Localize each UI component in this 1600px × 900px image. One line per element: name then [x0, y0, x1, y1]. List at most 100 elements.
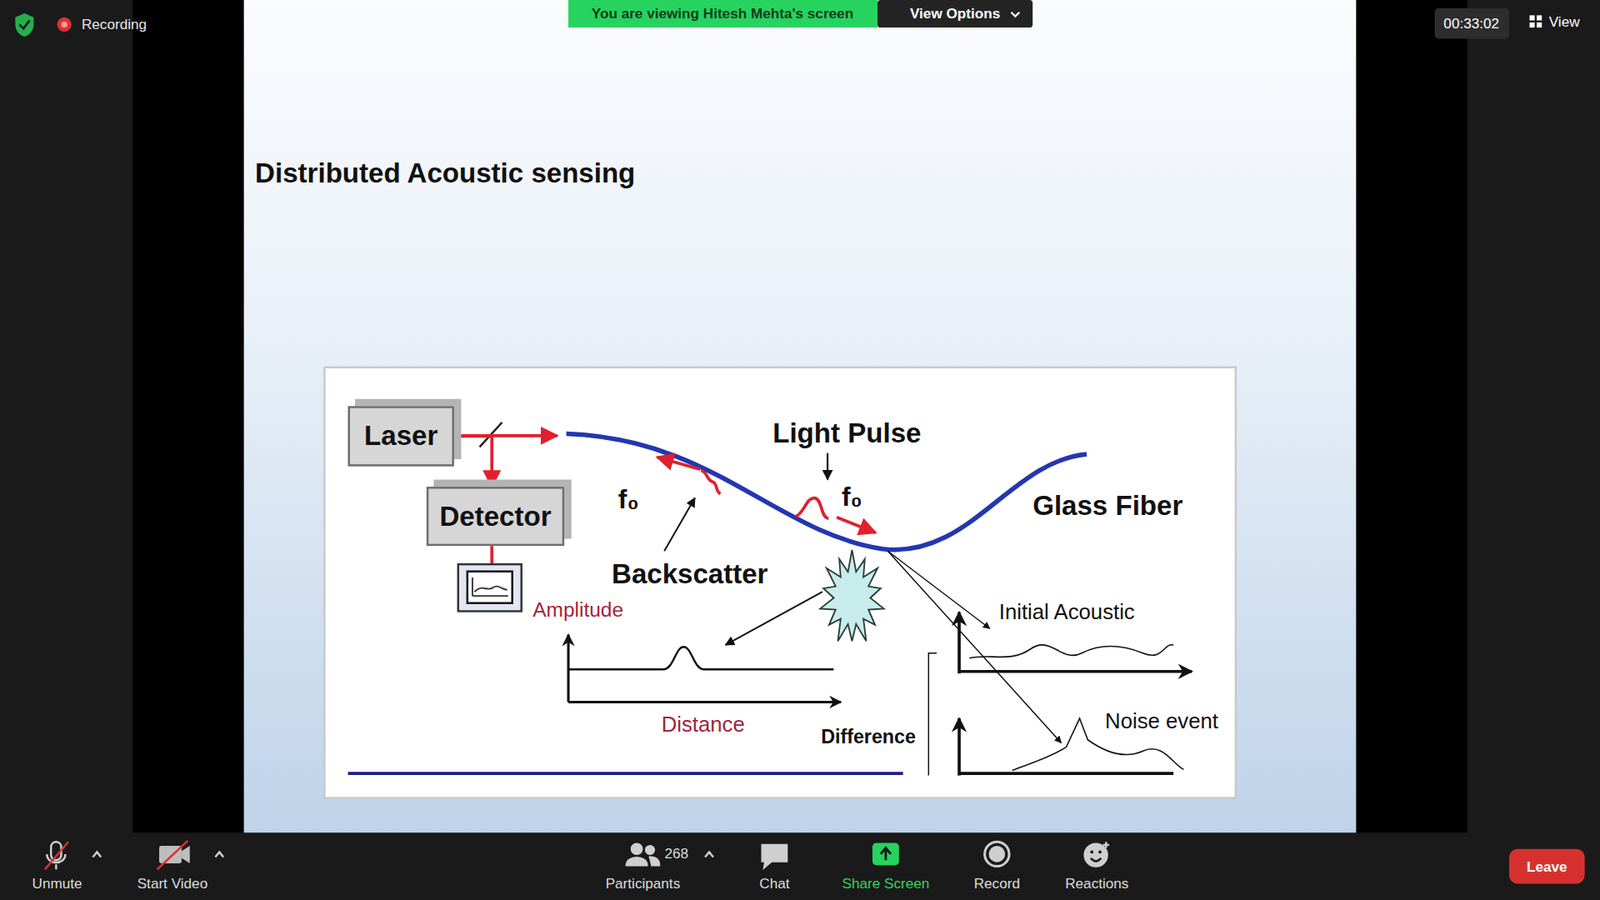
signal-label: Backscatter [611, 558, 768, 590]
banner-text: You are viewing Hitesh Mehta's screen [591, 5, 854, 22]
glass-fiber [566, 433, 1087, 550]
timer-text: 00:33:02 [1443, 15, 1500, 32]
amplitude-plot [568, 646, 834, 670]
toolbar-icons [1509, 849, 1585, 885]
toolbar-icons [631, 844, 642, 855]
toolbar-icons [990, 846, 1005, 861]
axis-label: Amplitude [532, 598, 624, 622]
toolbar-icons [649, 857, 660, 866]
acoustic-burst [820, 550, 884, 641]
monitor-icon [458, 564, 522, 611]
menu-button: View Options [910, 5, 1000, 22]
toolbar-icons [181, 845, 190, 864]
share-banner [877, 0, 1033, 28]
frequency-label: f₀ [618, 485, 640, 516]
bracket-label: Difference [820, 725, 916, 749]
toolbar-icons [985, 841, 1010, 866]
menu-button: View [1549, 13, 1580, 30]
toolbar-icons [626, 857, 647, 865]
toolbar-icons [1098, 850, 1102, 855]
slide-ground [244, 0, 1357, 833]
toolbar-icons [872, 842, 900, 865]
slide-ground [244, 0, 1357, 833]
acoustic-plots [957, 718, 961, 776]
signal-label: Light Pulse [772, 417, 921, 450]
backscatter-wave [657, 457, 700, 470]
toolbar-icons [1090, 850, 1094, 855]
amplitude-plot [725, 591, 823, 645]
slide-title: Distributed Acoustic sensing [255, 157, 635, 190]
device-box: Laser [348, 405, 455, 466]
status-icons [1536, 15, 1542, 20]
slide-ground [324, 367, 1235, 799]
acoustic-plots [957, 612, 961, 674]
toolbar-icons [92, 851, 713, 857]
toolbar-icons [1090, 858, 1101, 862]
leave-button: Leave [1526, 858, 1568, 875]
acoustic-plots [959, 670, 1192, 674]
backscatter-wave [700, 470, 720, 494]
status-text: Recording [81, 16, 147, 34]
toolbar-icons [762, 845, 787, 868]
toolbar-icons [1103, 841, 1110, 848]
part-label: Glass Fiber [1032, 490, 1183, 522]
glass-fiber [566, 433, 1087, 550]
monitor-icon [467, 571, 513, 604]
status-icons [19, 20, 30, 29]
toolbar-icons [45, 840, 1585, 884]
backscatter-wave [664, 498, 695, 552]
toolbar-label: Reactions [1065, 875, 1129, 893]
toolbar-label: Unmute [32, 875, 83, 893]
toolbar-label: Record [974, 875, 1020, 893]
fiber-baseline [348, 773, 904, 775]
light-pulse [795, 498, 829, 519]
device-name: Detector [439, 500, 551, 533]
status-icons [60, 21, 67, 28]
toolbar-icons [45, 841, 69, 870]
toolbar-icons [1085, 844, 1108, 867]
status-icons [15, 13, 34, 37]
frequency-label: f₀ [841, 482, 863, 514]
light-pulse [826, 453, 829, 480]
toolbar-label: Start Video [137, 875, 209, 893]
device-box: Detector [426, 486, 565, 546]
acoustic-plots [928, 653, 937, 776]
acoustic-plots [887, 550, 1061, 743]
toolbar-label: Share Screen [841, 875, 930, 893]
device-name: Laser [364, 420, 438, 452]
status-icons [1530, 22, 1535, 28]
backscatter-wave [657, 457, 721, 552]
acoustic-burst [820, 550, 884, 641]
toolbar-icons [157, 840, 189, 870]
status-icons [1530, 15, 1535, 20]
plot-label: Initial Acoustic [999, 600, 1135, 625]
acoustic-plots [969, 645, 1174, 659]
monitor-icon [458, 564, 522, 611]
acoustic-plots [887, 550, 990, 629]
beam-splitter [490, 545, 494, 565]
toolbar-label: Participants [605, 875, 681, 893]
amplitude-plot [568, 700, 841, 704]
toolbar-icons [645, 845, 655, 855]
toolbar-label: Chat [759, 875, 790, 893]
light-pulse [795, 453, 876, 534]
share-banner [1010, 12, 1020, 17]
status-icons [1536, 22, 1542, 28]
participant-count: 268 [665, 845, 690, 862]
window-ground [132, 0, 1468, 833]
fiber-baseline [348, 771, 904, 775]
toolbar-icons [880, 848, 891, 861]
acoustic-plots [959, 771, 1174, 775]
signal-arrow [454, 435, 492, 487]
share-banner [568, 0, 1033, 28]
status-icons [1435, 8, 1510, 40]
status-icons [57, 17, 72, 32]
axis-label: Distance [661, 712, 745, 738]
share-banner [568, 0, 878, 28]
monitor-icon [472, 577, 509, 596]
plot-label: Noise event [1105, 709, 1219, 735]
